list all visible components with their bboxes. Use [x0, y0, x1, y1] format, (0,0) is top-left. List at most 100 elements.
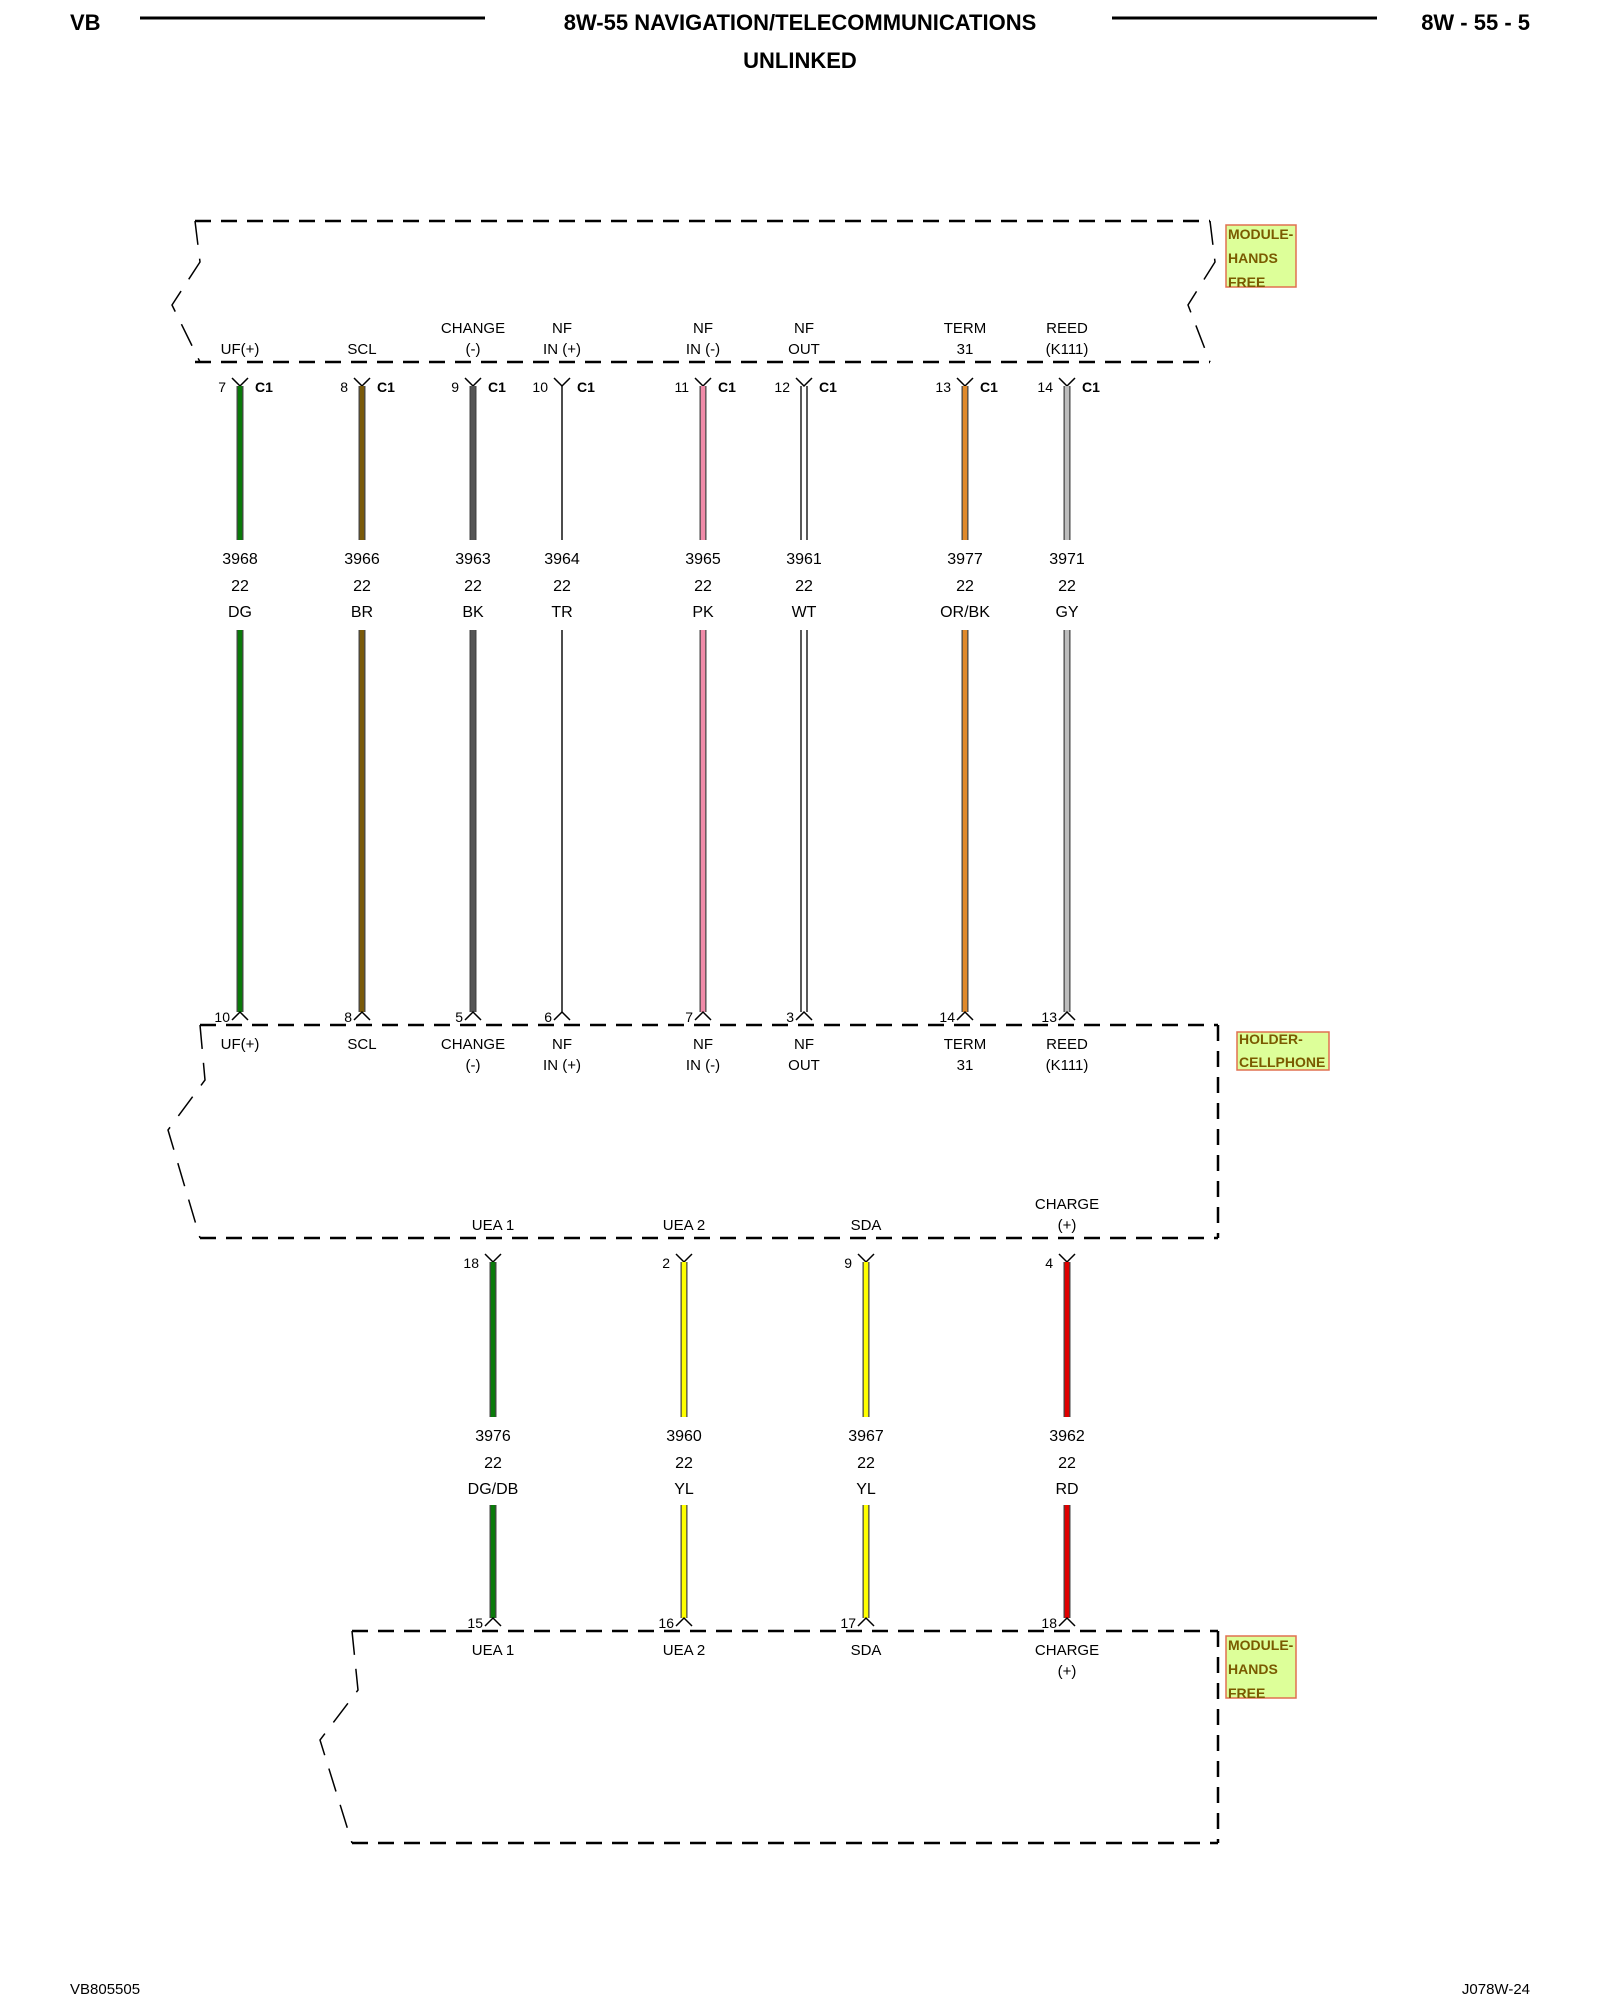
holder-pin-number: 5 [455, 1009, 463, 1025]
module-pin-number: 16 [658, 1615, 674, 1631]
holder-pin-number: 10 [214, 1009, 230, 1025]
male-terminal [553, 377, 571, 388]
circuit-number: 3962 [1049, 1428, 1085, 1445]
holder-pin-number: 6 [544, 1009, 552, 1025]
wire-color-code: GY [1055, 604, 1078, 621]
holder-pin-number: 14 [939, 1009, 955, 1025]
wire-gauge: 22 [231, 578, 249, 595]
holder-pin-label: NF [552, 1036, 572, 1053]
holder-pin-label: UEA 1 [472, 1217, 515, 1234]
female-terminal [484, 1616, 502, 1627]
tag-holder-line-1: HOLDER- [1239, 1031, 1303, 1047]
wire-gauge: 22 [1058, 1455, 1076, 1472]
tag-bottom-line-1: MODULE- [1228, 1637, 1294, 1653]
connector-id: C1 [488, 379, 506, 395]
module-hands-free-top [171, 219, 1216, 364]
tag-top-line-2: HANDS [1228, 250, 1278, 266]
connector-id: C1 [255, 379, 273, 395]
holder-pin-label: (+) [1058, 1217, 1077, 1234]
module-pin-number: 18 [1041, 1615, 1057, 1631]
connector-id: C1 [819, 379, 837, 395]
module-pin-number: 17 [840, 1615, 856, 1631]
wire-gauge: 22 [956, 578, 974, 595]
wire-gauge: 22 [464, 578, 482, 595]
module-pin-label: 31 [957, 341, 974, 358]
page-subtitle: UNLINKED [743, 48, 857, 73]
module-pin-number: 12 [774, 379, 790, 395]
wire-color-code: DG/DB [468, 1481, 519, 1498]
circuit-number: 3971 [1049, 551, 1085, 568]
module-pin-label: UEA 2 [663, 1642, 706, 1659]
male-terminal [1058, 377, 1076, 388]
module-pin-label: (K111) [1046, 341, 1089, 358]
module-pin-label: SCL [347, 341, 376, 358]
tag-bottom-line-2: HANDS [1228, 1661, 1278, 1677]
wire-gauge: 22 [1058, 578, 1076, 595]
wire-color-code: YL [856, 1481, 876, 1498]
page-footer: VB805505 J078W-24 [70, 1981, 1530, 1998]
module-pin-label: (+) [1058, 1663, 1077, 1680]
connector-id: C1 [718, 379, 736, 395]
circuit-number: 3964 [544, 551, 580, 568]
holder-pin-label: 31 [957, 1057, 974, 1074]
page-header: VB 8W-55 NAVIGATION/TELECOMMUNICATIONS 8… [70, 10, 1530, 73]
page-title: 8W-55 NAVIGATION/TELECOMMUNICATIONS [564, 10, 1037, 35]
holder-cellphone-tag: HOLDER- CELLPHONE [1236, 1031, 1330, 1071]
module-pin-label: OUT [788, 341, 820, 358]
male-terminal [484, 1253, 502, 1264]
holder-pin-label: CHARGE [1035, 1196, 1099, 1213]
connector-id: C1 [1082, 379, 1100, 395]
holder-pin-number: 13 [1041, 1009, 1057, 1025]
module-hands-free-top-tag: MODULE- HANDS FREE [1225, 224, 1297, 290]
female-terminal [675, 1616, 693, 1627]
module-pin-number: 15 [467, 1615, 483, 1631]
female-terminal [1058, 1616, 1076, 1627]
holder-pin-number: 4 [1045, 1255, 1053, 1271]
module-pin-number: 11 [674, 379, 689, 395]
wire-color-code: PK [692, 604, 714, 621]
female-terminal [956, 1010, 974, 1021]
module-pin-label: CHARGE [1035, 1642, 1099, 1659]
wire-gauge: 22 [353, 578, 371, 595]
module-pin-label: NF [794, 320, 814, 337]
wire-gauge: 22 [694, 578, 712, 595]
male-terminal [956, 377, 974, 388]
module-pin-label: NF [693, 320, 713, 337]
footer-right: J078W-24 [1462, 1981, 1530, 1998]
holder-pin-label: IN (+) [543, 1057, 581, 1074]
circuit-number: 3965 [685, 551, 721, 568]
module-pin-label: NF [552, 320, 572, 337]
module-pin-label: REED [1046, 320, 1088, 337]
male-terminal [464, 377, 482, 388]
wire-gauge: 22 [553, 578, 571, 595]
female-terminal [464, 1010, 482, 1021]
male-terminal [1058, 1253, 1076, 1264]
wire-gauge: 22 [795, 578, 813, 595]
male-terminal [694, 377, 712, 388]
circuit-number: 3961 [786, 551, 822, 568]
wire-gauge: 22 [675, 1455, 693, 1472]
wire-color-code: BR [351, 604, 373, 621]
holder-pin-label: CHANGE [441, 1036, 505, 1053]
tag-top-line-3: FREE [1228, 274, 1265, 290]
circuit-number: 3966 [344, 551, 380, 568]
module-pin-label: UF(+) [221, 341, 260, 358]
holder-pin-number: 2 [662, 1255, 670, 1271]
connector-id: C1 [577, 379, 595, 395]
holder-pin-label: (-) [466, 1057, 481, 1074]
male-terminal [231, 377, 249, 388]
female-terminal [353, 1010, 371, 1021]
wire-gauge: 22 [484, 1455, 502, 1472]
module-pin-number: 14 [1037, 379, 1053, 395]
module-pin-number: 9 [451, 379, 459, 395]
male-terminal [857, 1253, 875, 1264]
